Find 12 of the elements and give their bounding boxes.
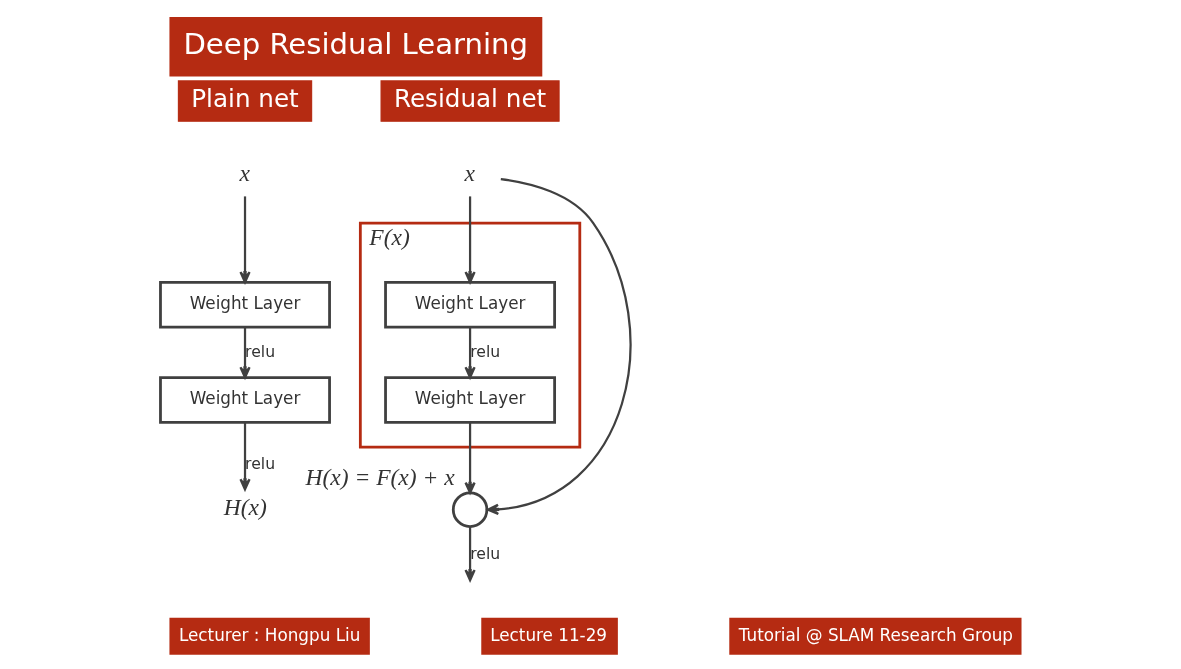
edge-label: relu — [244, 341, 275, 361]
label: Lecture 11-29 — [489, 624, 607, 645]
edge-label: relu — [469, 341, 500, 361]
label: Tutorial @ SLAM Research Group — [738, 624, 1013, 645]
edge-label: relu — [469, 544, 500, 564]
label: Lecturer : Hongpu Liu — [178, 624, 360, 645]
node-text: H(x) — [223, 493, 267, 520]
edge-label: relu — [244, 453, 275, 473]
node-text: x — [463, 159, 475, 186]
node-label: H(x) = F(x) + x — [304, 463, 455, 490]
diagram-title: Deep Residual Learning — [182, 27, 528, 62]
node-text: x — [238, 159, 250, 186]
